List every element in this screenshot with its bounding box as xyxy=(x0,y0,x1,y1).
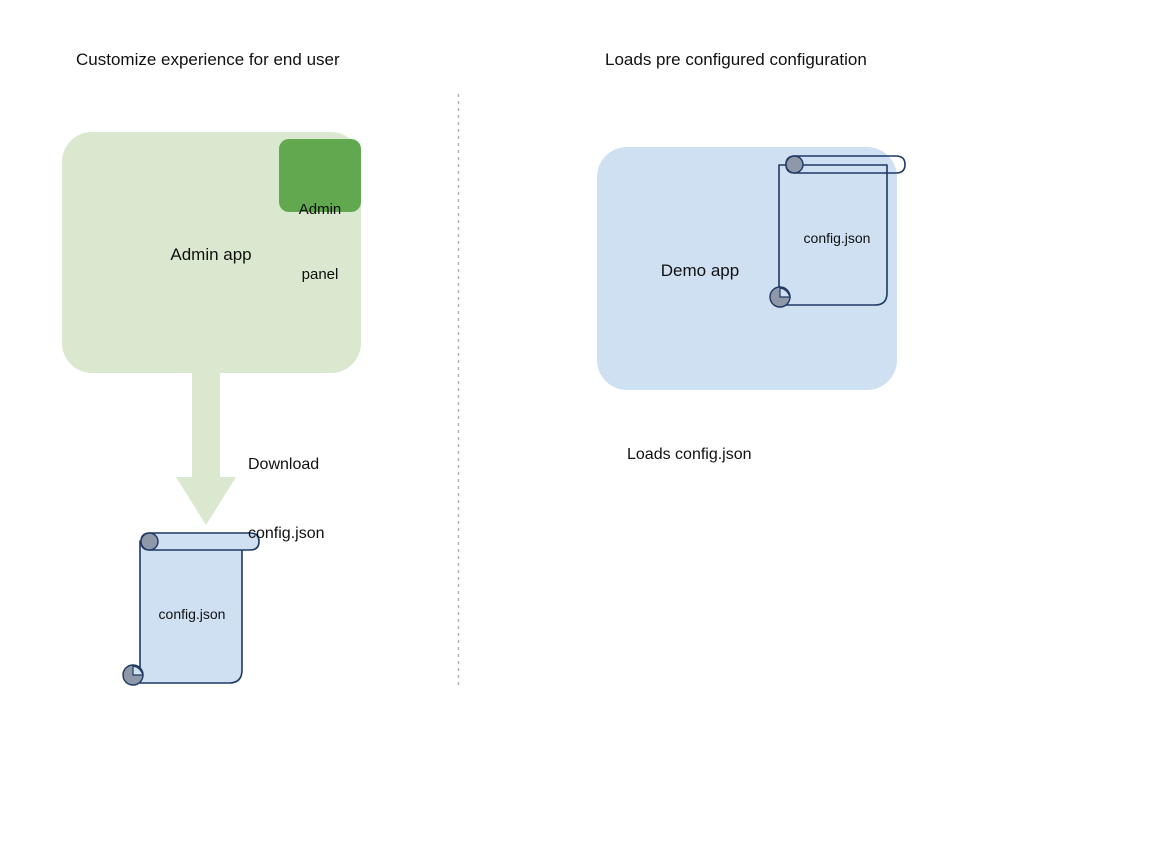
right-scroll-top-knob xyxy=(785,155,804,174)
download-arrow xyxy=(176,368,236,525)
admin-panel-badge-label: Admin panel xyxy=(279,155,361,307)
left-scroll-curl-notch xyxy=(132,665,144,676)
admin-panel-badge-line2: panel xyxy=(301,265,339,283)
download-arrow-label-line2: config.json xyxy=(248,524,325,542)
right-config-scroll[interactable] xyxy=(769,155,906,308)
left-panel-title: Customize experience for end user xyxy=(76,50,340,69)
loads-config-caption: Loads config.json xyxy=(627,446,752,463)
demo-app-label: Demo app xyxy=(660,261,740,280)
right-scroll-body xyxy=(778,164,888,306)
left-config-scroll[interactable] xyxy=(122,532,260,686)
admin-panel-badge-line1: Admin xyxy=(298,200,342,218)
download-arrow-label-line1: Download xyxy=(248,456,320,474)
demo-app-box[interactable] xyxy=(597,147,897,390)
admin-panel-badge[interactable] xyxy=(279,139,361,212)
right-panel-title: Loads pre configured configuration xyxy=(605,50,867,69)
right-config-scroll-label: config.json xyxy=(803,230,871,246)
download-arrow-label: Download config.json xyxy=(248,409,325,568)
admin-app-label: Admin app xyxy=(170,245,252,264)
left-scroll-top-knob xyxy=(140,532,159,551)
left-config-scroll-label: config.json xyxy=(158,606,226,622)
left-scroll-body xyxy=(139,540,243,684)
right-scroll-curl-notch xyxy=(779,287,791,298)
